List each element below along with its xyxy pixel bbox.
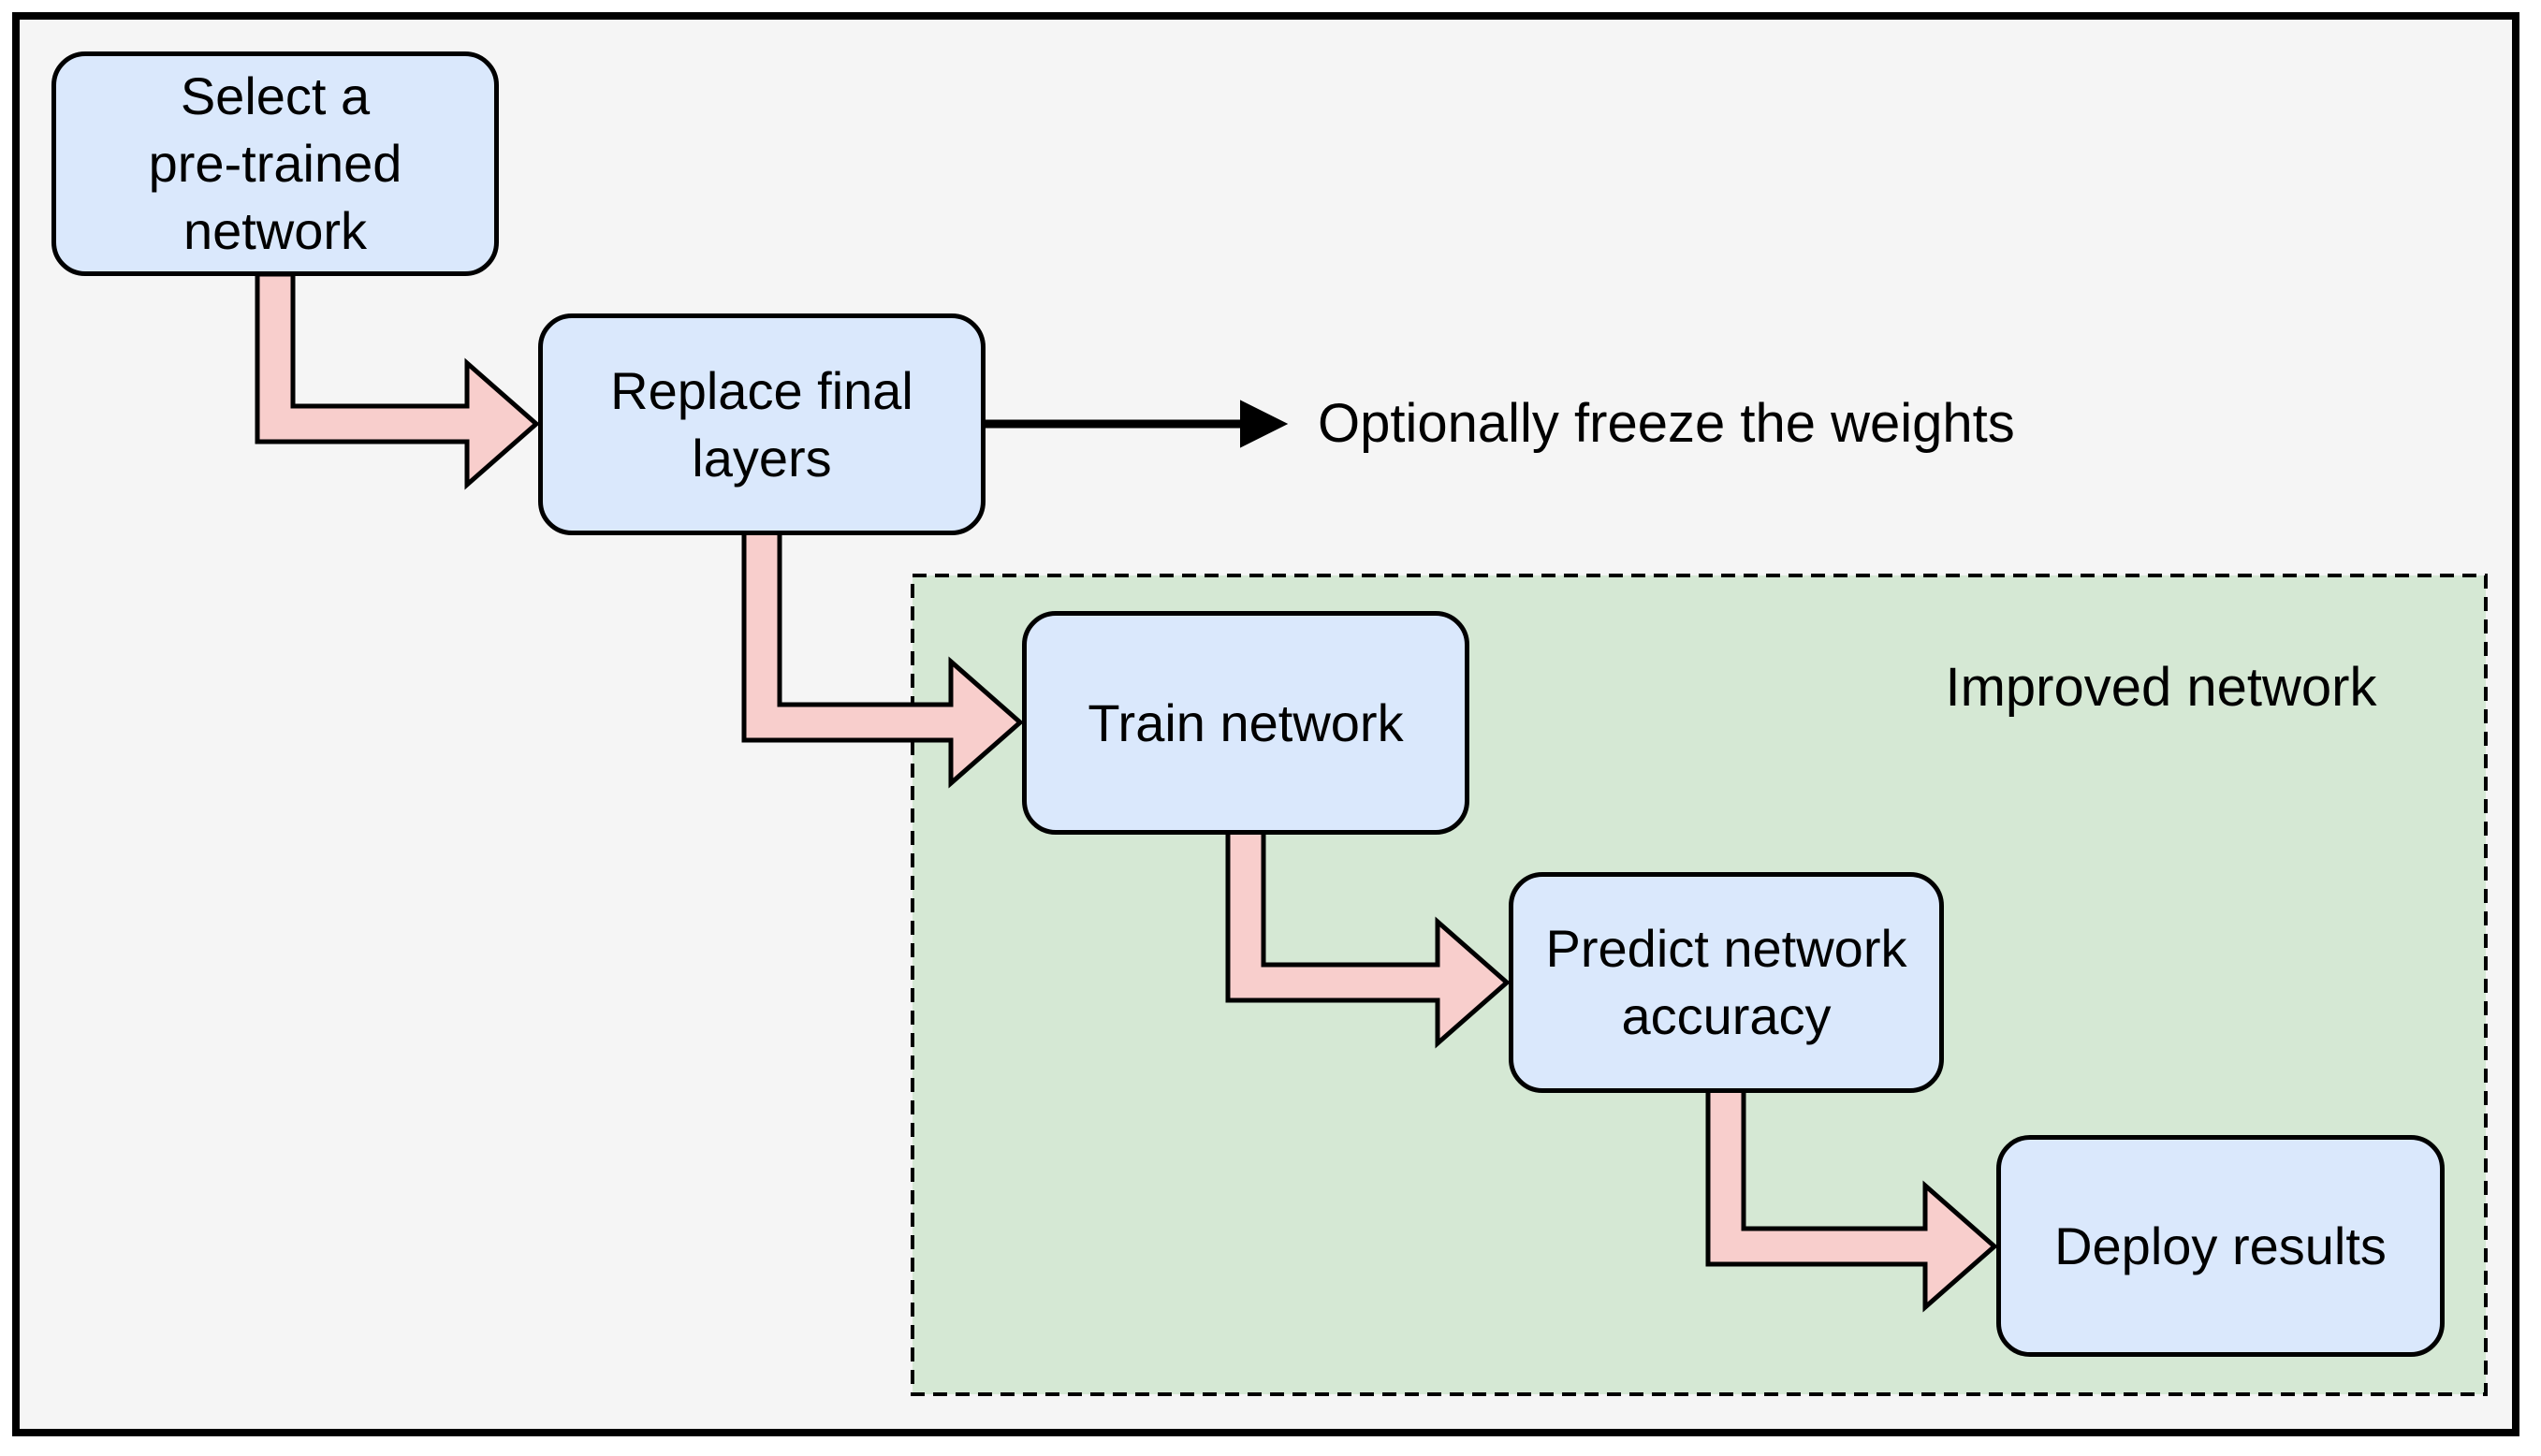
annotation-optionally-freeze-weights: Optionally freeze the weights — [1318, 393, 2015, 454]
arrow-predict-to-deploy-icon — [1705, 1086, 1998, 1313]
arrow-train-to-predict-icon — [1225, 828, 1511, 1049]
arrow-select-to-replace-icon — [255, 271, 540, 490]
node-label-train: Train network — [1088, 692, 1404, 752]
node-label-predict: Predict network accuracy — [1545, 919, 1907, 1045]
flowchart-node-deploy-results: Deploy results — [1996, 1135, 2445, 1357]
flowchart-node-select-pretrained-network: Select a pre-trained network — [51, 51, 499, 276]
node-label-deploy: Deploy results — [2054, 1216, 2387, 1275]
flowchart-node-replace-final-layers: Replace final layers — [538, 313, 986, 535]
node-label-replace: Replace final layers — [610, 360, 913, 488]
arrow-replace-to-train-icon — [741, 529, 1024, 789]
annotation-arrow-head-icon — [1240, 400, 1289, 448]
flowchart-node-train-network: Train network — [1022, 611, 1469, 835]
node-label-select: Select a pre-trained network — [148, 66, 402, 260]
improved-network-region-label: Improved network — [1945, 657, 2377, 718]
flowchart-node-predict-network-accuracy: Predict network accuracy — [1509, 872, 1944, 1093]
